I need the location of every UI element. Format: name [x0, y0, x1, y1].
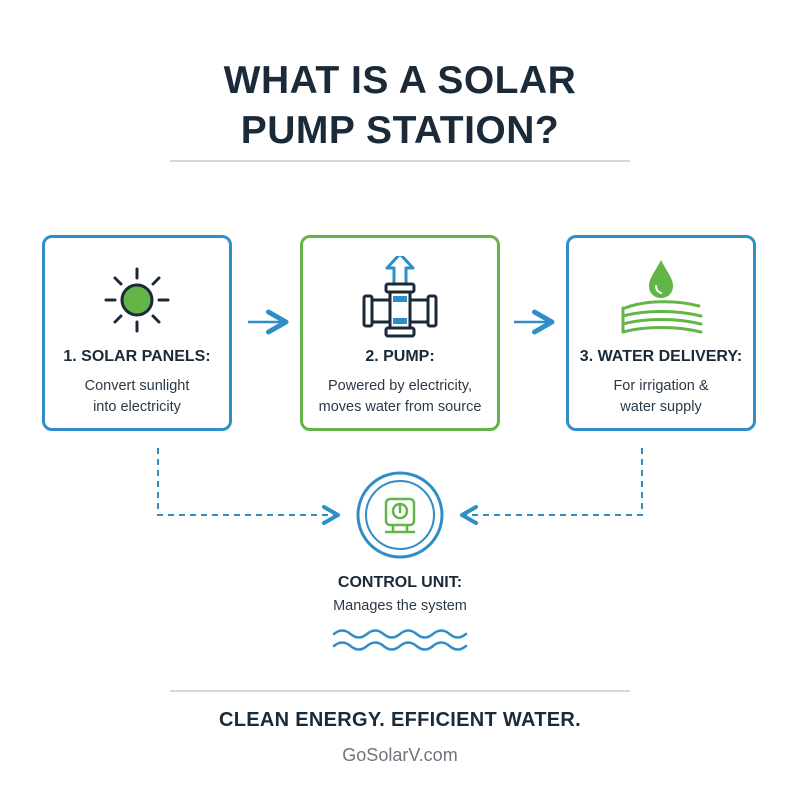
card-desc-line-2: into electricity: [93, 399, 181, 415]
water-drop-field-icon: [569, 256, 753, 344]
dashed-connector-left: [157, 448, 340, 525]
card-description: Convert sunlight into electricity: [49, 376, 225, 418]
card-pump: 2. PUMP: Powered by electricity, moves w…: [300, 235, 500, 431]
control-unit-icon: [356, 471, 444, 559]
card-description: Powered by electricity, moves water from…: [307, 376, 493, 418]
top-divider: [170, 160, 630, 162]
card-solar-panels: 1. SOLAR PANELS: Convert sunlight into e…: [42, 235, 232, 431]
dashed-connector-right: [460, 448, 643, 525]
card-description: For irrigation & water supply: [573, 376, 749, 418]
card-heading: 3. WATER DELIVERY:: [579, 348, 743, 365]
tagline: CLEAN ENERGY. EFFICIENT WATER.: [219, 709, 581, 731]
control-unit-description: Manages the system: [333, 598, 467, 614]
card-desc-line-1: Convert sunlight: [84, 378, 190, 394]
card-heading: 1. SOLAR PANELS:: [63, 348, 211, 365]
card-desc-line-2: moves water from source: [318, 399, 482, 415]
card-desc-line-1: Powered by electricity,: [328, 378, 472, 394]
title-line-1: WHAT IS A SOLAR: [223, 59, 577, 102]
page-title: WHAT IS A SOLAR PUMP STATION?: [0, 56, 800, 156]
pump-icon: [303, 256, 497, 344]
water-waves-icon: [332, 629, 468, 651]
control-unit-heading: CONTROL UNIT:: [337, 574, 463, 591]
card-desc-line-2: water supply: [620, 399, 702, 415]
bottom-divider: [170, 690, 630, 692]
sun-icon: [45, 256, 229, 344]
card-desc-line-1: For irrigation &: [613, 378, 709, 394]
card-heading: 2. PUMP:: [365, 348, 435, 365]
website-link[interactable]: GoSolarV.com: [342, 745, 458, 765]
title-line-2: PUMP STATION?: [240, 109, 560, 152]
card-water-delivery: 3. WATER DELIVERY: For irrigation & wate…: [566, 235, 756, 431]
